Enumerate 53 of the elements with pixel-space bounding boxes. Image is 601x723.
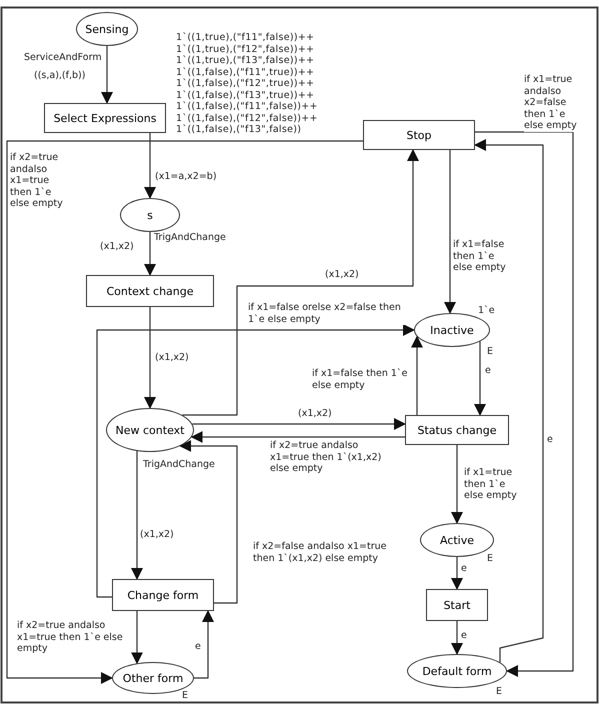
transition-box: Select Expressions [44,103,166,133]
arc-inscription: if x1=false orelse x2=false then 1`e else empty [248,302,408,325]
arc-arrow [475,131,574,677]
arc-arrow [6,140,363,684]
arc-arrow [192,418,406,430]
arc-inscription: (x1,x2) [298,408,332,420]
arc-arrow [190,431,405,443]
place-ellipse: Default form [407,654,507,688]
arc-inscription: (x1,x2) [155,352,189,364]
arc-arrow [131,611,143,664]
transition-box: Start [426,589,488,621]
arc-inscription: ((s,a),(f,b)) [34,70,86,82]
arc-arrow [474,139,544,662]
color-set-label: E [496,686,502,698]
arc-inscription: if x1=false then 1`e else empty [312,368,408,391]
arc-inscription: e [195,641,201,652]
arc-arrow [182,149,419,416]
transition-box: Stop [363,120,475,150]
place-ellipse: Inactive [414,313,490,347]
arc-inscription: e [461,563,467,574]
arc-inscription: (x1,x2) [140,529,174,540]
place-ellipse: Sensing [76,12,138,46]
arc-arrow [101,46,113,104]
arc-inscription: (x1,x2) [100,241,134,252]
place-ellipse: s [120,198,180,232]
arc-arrow [444,150,456,314]
arc-arrow [144,133,156,199]
arc-arrow [451,621,463,655]
arc-arrow [96,324,415,598]
arc-inscription: if x2=true andalso x1=true then 1`(x1,x2) else empty [270,440,382,474]
arc-arrow [179,440,238,604]
arc-arrow [131,451,143,580]
arc-arrow [451,445,463,524]
transition-box: Context change [86,275,214,307]
color-set-label: E [487,346,494,358]
place-ellipse: New context [106,408,194,452]
arc-arrow [474,342,486,416]
transition-name-label: TrigAndChange [143,459,215,470]
arc-arrow [194,610,214,679]
arc-arrow [451,557,463,590]
transition-name-label: TrigAndChange [154,232,226,244]
transition-box: Change form [112,579,214,611]
arc-inscription: e [547,434,553,446]
arc-arrow [411,336,423,415]
arc-inscription: e [485,365,491,376]
transition-box: Status change [405,415,509,445]
initial-marking: 1`((1,true),("f11",false))++ 1`((1,true),("f12",false))++ 1`((1,true),("f13",false))++ 1`((1,false),("f11",true))++ 1`((1,false),("f12",true))++ 1`((1,false),("f13",true))++ 1`((1,false),("f11",false))++ 1`((1,false),("f12",false))++ 1`((1,false),("f13",false)) [176,32,319,136]
arc-inscription: e [461,630,467,642]
color-set-label: ServiceAndForm [24,52,102,64]
arc-arrow [144,232,156,276]
arc-inscription: (x1,x2) [325,269,359,280]
arc-arrow [144,307,156,409]
arc-inscription: (x1=a,x2=b) [155,171,217,182]
